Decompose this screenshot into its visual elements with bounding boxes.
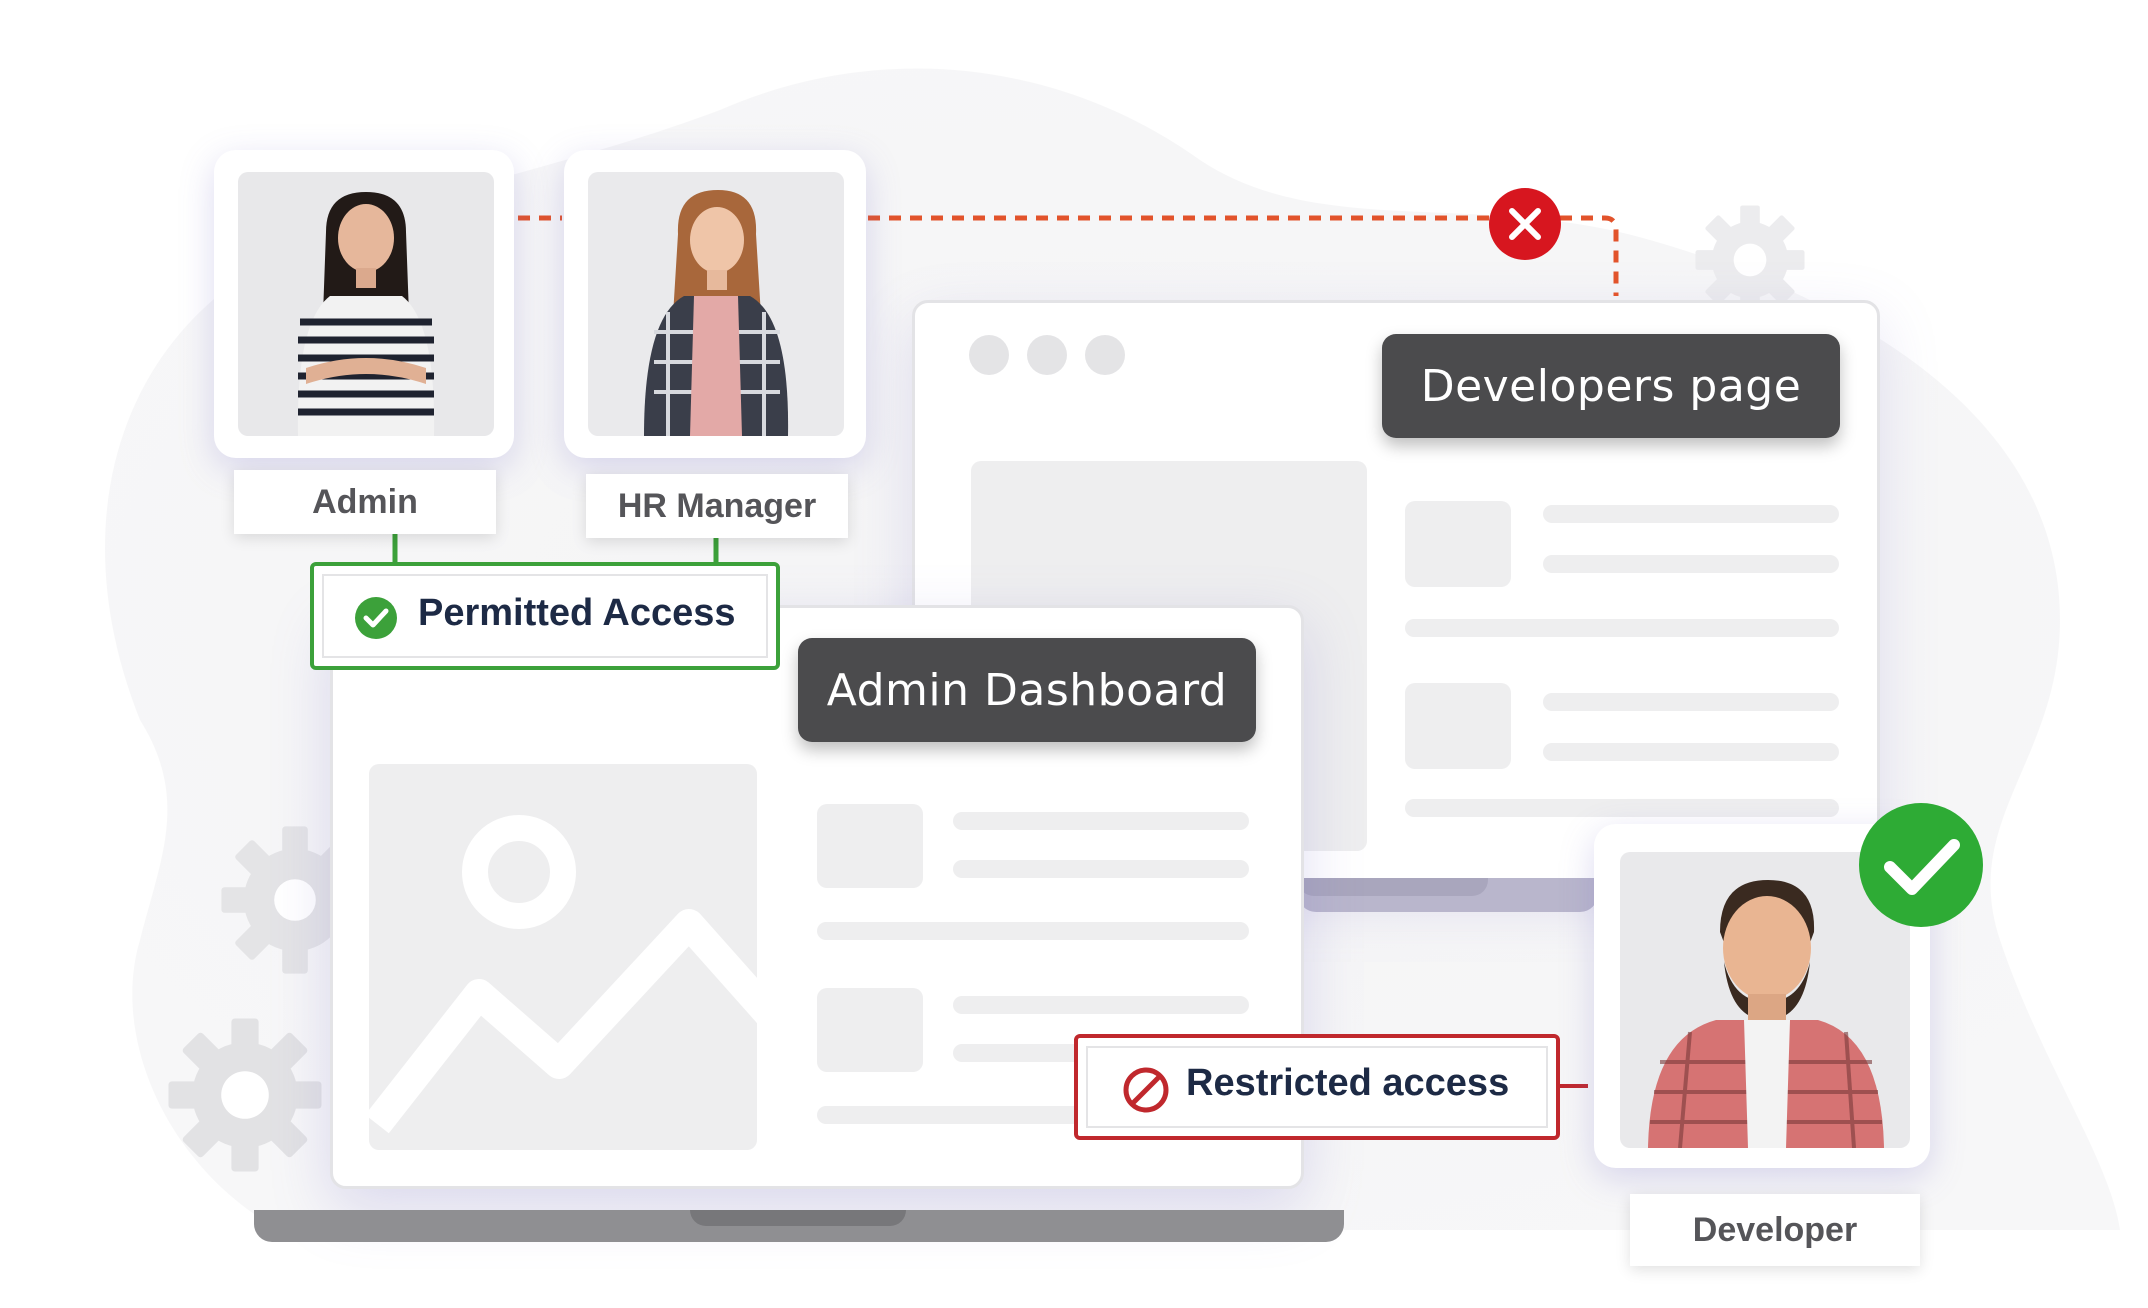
no-entry-icon — [1123, 1067, 1169, 1113]
text-line-placeholder — [953, 860, 1249, 878]
admin-dashboard-title: Admin Dashboard — [798, 638, 1256, 742]
restricted-access-badge: Restricted access — [1074, 1034, 1560, 1140]
thumb-placeholder — [817, 804, 923, 888]
text-line-placeholder — [1543, 693, 1839, 711]
avatar — [238, 172, 494, 436]
check-circle-icon — [355, 597, 397, 639]
gear-icon — [221, 826, 355, 974]
hr-manager-label: HR Manager — [586, 474, 848, 538]
avatar — [588, 172, 844, 436]
image-placeholder — [369, 764, 757, 1150]
gear-icon — [168, 1018, 322, 1172]
text-line-placeholder — [953, 996, 1249, 1014]
permitted-access-badge: Permitted Access — [310, 562, 780, 670]
text-line-placeholder — [1543, 555, 1839, 573]
text-line-placeholder — [1543, 505, 1839, 523]
laptop-notch — [690, 1210, 906, 1226]
x-circle-icon — [1489, 188, 1561, 260]
restricted-access-text: Restricted access — [1186, 1062, 1510, 1104]
admin-card[interactable] — [214, 150, 514, 458]
text-line-placeholder — [1405, 799, 1839, 817]
permitted-access-text: Permitted Access — [418, 592, 736, 634]
thumb-placeholder — [1405, 683, 1511, 769]
badge-inner-frame — [1086, 1046, 1548, 1128]
laptop-notch — [1298, 878, 1488, 896]
window-dot — [1085, 335, 1125, 375]
developer-label: Developer — [1630, 1194, 1920, 1266]
text-line-placeholder — [953, 812, 1249, 830]
text-line-placeholder — [1405, 619, 1839, 637]
thumb-placeholder — [817, 988, 923, 1072]
thumb-placeholder — [1405, 501, 1511, 587]
window-dot — [1027, 335, 1067, 375]
developers-page-title: Developers page — [1382, 334, 1840, 438]
text-line-placeholder — [1543, 743, 1839, 761]
avatar — [1620, 852, 1910, 1148]
image-icon — [369, 815, 757, 1134]
window-dot — [969, 335, 1009, 375]
admin-label: Admin — [234, 470, 496, 534]
hr-manager-card[interactable] — [564, 150, 866, 458]
text-line-placeholder — [817, 922, 1249, 940]
badge-inner-frame — [322, 574, 768, 658]
check-badge-icon — [1859, 803, 1983, 927]
